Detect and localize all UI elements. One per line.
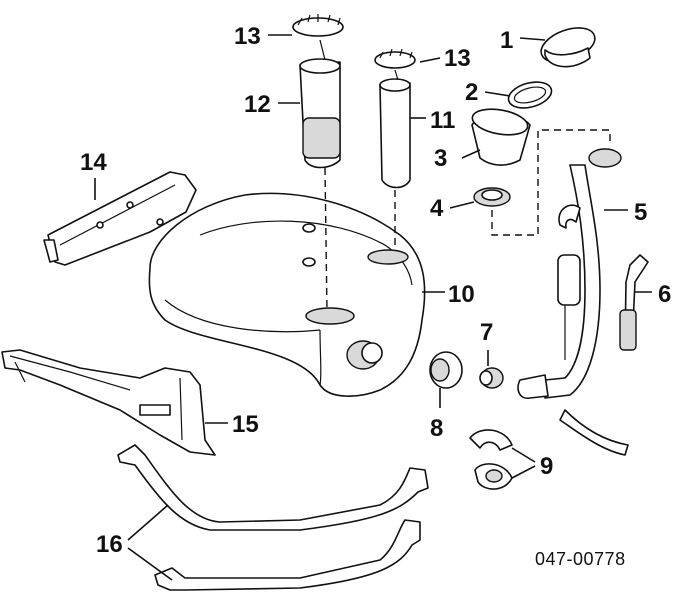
- vent-hose: [619, 254, 649, 351]
- callout-16: 16: [96, 531, 123, 558]
- fuel-tank: [148, 192, 426, 397]
- tank-plug: [479, 367, 504, 389]
- filler-cap: [540, 27, 596, 68]
- callout-7: 7: [480, 319, 493, 346]
- skid-plate: [1, 349, 216, 456]
- hose-clamps: [469, 429, 513, 490]
- reference-code: 047-00778: [535, 549, 626, 569]
- tank-grommet: [429, 351, 463, 389]
- callout-10: 10: [448, 281, 475, 308]
- lock-ring-lower: [374, 48, 416, 69]
- callout-12: 12: [244, 91, 271, 118]
- filler-boot: [471, 108, 531, 166]
- callout-5: 5: [634, 199, 647, 226]
- callout-9: 9: [540, 453, 553, 480]
- callout-1: 1: [500, 27, 513, 54]
- leader-lines: [94, 34, 652, 581]
- callout-13-lower: 13: [444, 45, 471, 72]
- filler-grommet: [473, 187, 511, 207]
- lock-ring-upper: [292, 14, 344, 37]
- tank-straps: [117, 444, 429, 591]
- callout-14: 14: [80, 149, 107, 176]
- callout-2: 2: [465, 79, 478, 106]
- filler-neck-assembly: [517, 148, 629, 456]
- callout-13-upper: 13: [234, 23, 261, 50]
- fuel-pump-module: [299, 39, 341, 169]
- callout-15: 15: [232, 411, 259, 438]
- filler-gasket: [507, 81, 553, 109]
- callout-4: 4: [430, 195, 444, 222]
- heat-shield-bracket: [43, 171, 197, 266]
- callout-11: 11: [430, 107, 455, 134]
- callout-8: 8: [430, 415, 443, 442]
- fuel-level-sender: [379, 69, 411, 189]
- callout-3: 3: [434, 145, 447, 172]
- alignment-dashes-filler: [491, 129, 611, 236]
- alignment-dashes-pump: [324, 167, 328, 313]
- callout-6: 6: [658, 281, 671, 308]
